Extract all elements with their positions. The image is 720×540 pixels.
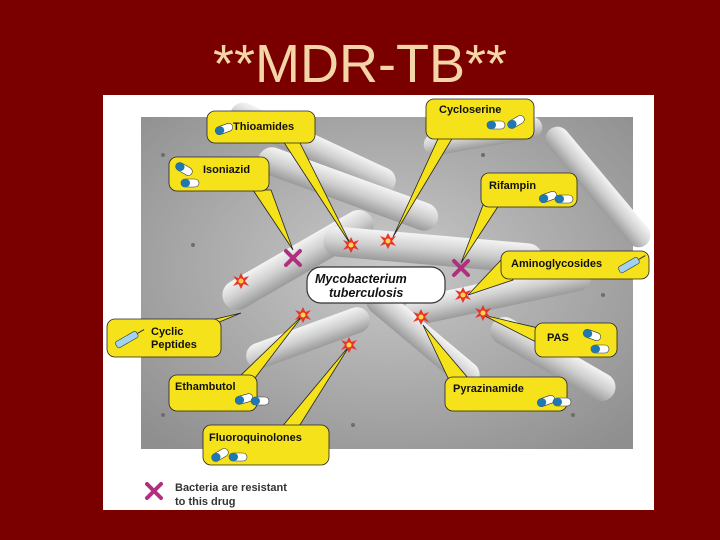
callout-pyrazinamide: Pyrazinamide (445, 377, 571, 411)
slide-title: **MDR-TB** (0, 34, 720, 94)
label-pas: PAS (547, 332, 569, 344)
legend-line-1: Bacteria are resistant (175, 482, 287, 494)
label-ethambutol: Ethambutol (175, 381, 236, 393)
mycobacterium-label-box: Mycobacterium tuberculosis (307, 267, 445, 303)
callout-ethambutol: Ethambutol (169, 375, 269, 411)
diagram-svg: Thioamides Cycloserine Isoniazid Rifampi… (103, 95, 654, 510)
callout-isoniazid: Isoniazid (169, 157, 269, 191)
label-rifampin: Rifampin (489, 180, 536, 192)
label-peptides: Peptides (151, 339, 197, 351)
callout-fluoroquinolones: Fluoroquinolones (203, 425, 329, 465)
legend: Bacteria are resistant to this drug (147, 482, 287, 508)
callout-pas: PAS (535, 323, 617, 357)
callout-aminoglycosides: Aminoglycosides (501, 251, 649, 279)
callout-cycloserine: Cycloserine (426, 99, 534, 139)
label-thioamides: Thioamides (233, 121, 294, 133)
legend-x-icon (147, 484, 161, 498)
label-pyrazinamide: Pyrazinamide (453, 383, 524, 395)
label-mycobacterium: Mycobacterium (315, 272, 407, 286)
legend-line-2: to this drug (175, 496, 236, 508)
label-isoniazid: Isoniazid (203, 164, 250, 176)
callout-cyclic-peptides: Cyclic Peptides (107, 319, 221, 357)
label-fluoroquinolones: Fluoroquinolones (209, 432, 302, 444)
callout-thioamides: Thioamides (207, 111, 315, 143)
callout-rifampin: Rifampin (481, 173, 577, 207)
mdr-tb-diagram: Thioamides Cycloserine Isoniazid Rifampi… (103, 95, 654, 510)
label-cyclic: Cyclic (151, 326, 183, 338)
label-tuberculosis: tuberculosis (329, 286, 403, 300)
label-cycloserine: Cycloserine (439, 104, 501, 116)
label-aminoglycosides: Aminoglycosides (511, 258, 602, 270)
